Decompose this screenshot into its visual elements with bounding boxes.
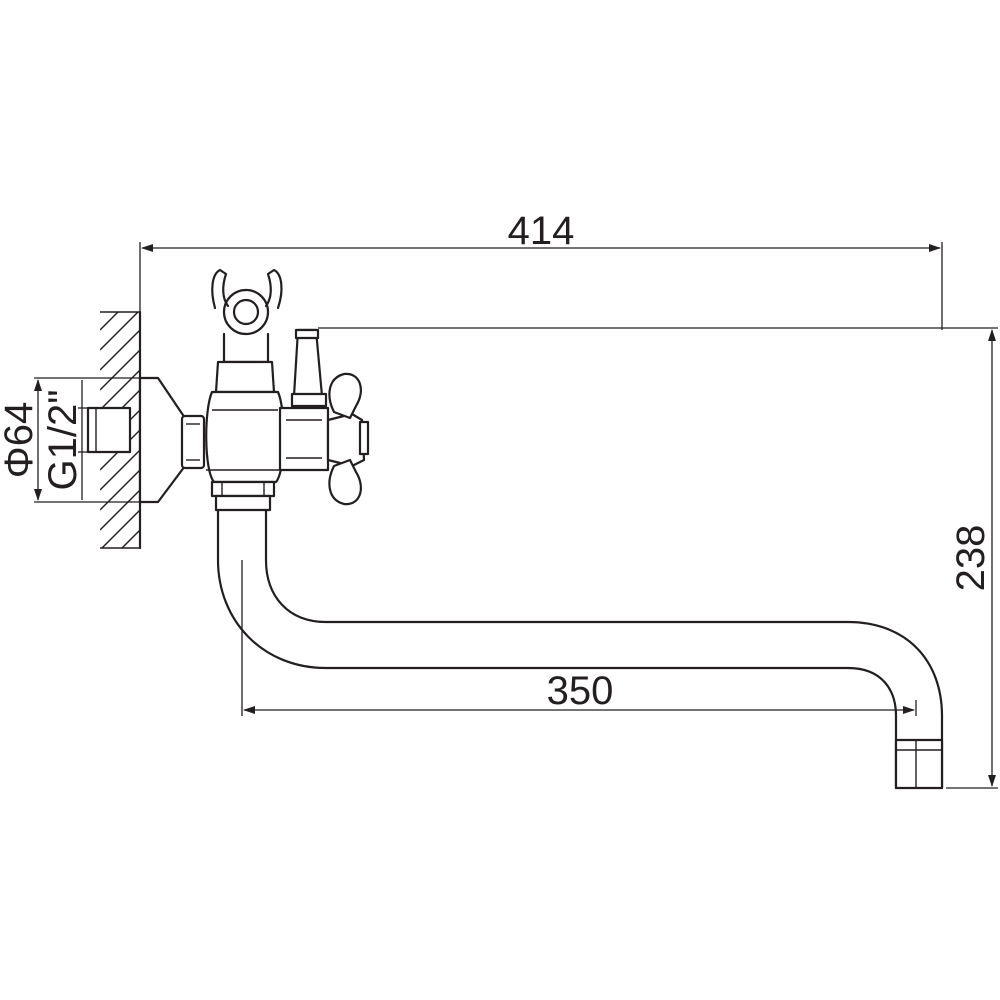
wall-section xyxy=(86,310,142,550)
spout-nut xyxy=(210,480,276,512)
spout xyxy=(216,508,944,790)
cross-handle-icon xyxy=(328,372,362,506)
dimension-label-spout-reach: 350 xyxy=(547,669,614,713)
dimension-label-thread-size: G1/2" xyxy=(41,390,85,491)
dimension-flange: Φ64 G1/2" xyxy=(0,377,140,503)
dimension-350: 350 xyxy=(241,560,917,716)
shower-holder-ring xyxy=(222,288,270,336)
dimension-238: 238 xyxy=(318,327,998,789)
dimension-label-height: 238 xyxy=(949,525,993,592)
cross-handle-valve xyxy=(278,372,370,506)
dimension-label-overall-length: 414 xyxy=(508,209,575,253)
dimension-label-flange-diameter: Φ64 xyxy=(0,402,41,478)
dimension-414: 414 xyxy=(139,209,943,330)
valve-body xyxy=(205,360,285,484)
wall-flange xyxy=(138,376,187,504)
shower-holder xyxy=(211,268,283,364)
inlet-nut xyxy=(180,414,206,470)
wall-fitting xyxy=(86,406,132,454)
diverter-lever xyxy=(290,328,328,408)
